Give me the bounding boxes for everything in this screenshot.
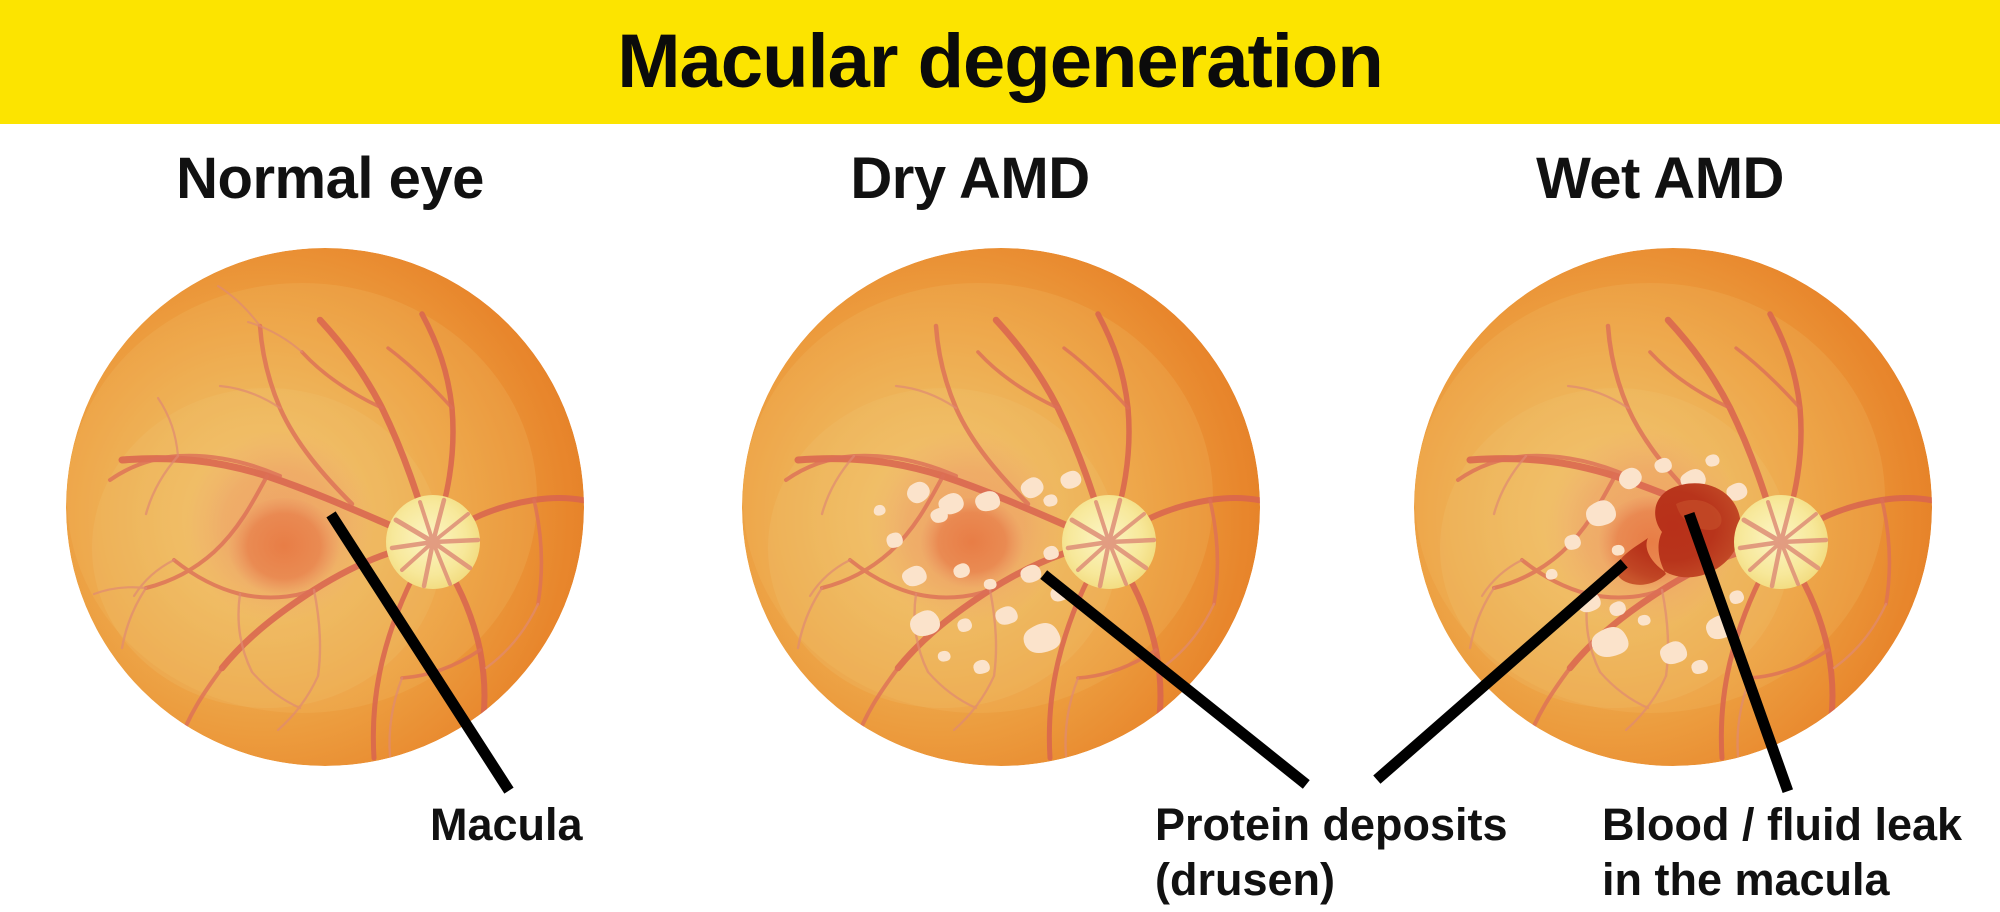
fundus-clip-group <box>742 248 1260 766</box>
panel-heading-dry-amd: Dry AMD <box>850 146 1090 211</box>
caption-protein-deposits-drusen: Protein deposits (drusen) <box>1155 799 1508 905</box>
panel-heading-normal-eye: Normal eye <box>176 146 484 211</box>
fundus-image-normal-eye <box>52 248 598 766</box>
fundus-image-dry-amd <box>728 248 1274 766</box>
fundus-clip-group <box>66 248 584 766</box>
fovea <box>228 498 340 598</box>
fundus-clip-group <box>1414 248 1932 766</box>
caption-blood-fluid-leak: Blood / fluid leak in the macula <box>1602 799 1963 905</box>
fundus-image-wet-amd <box>1400 248 1946 766</box>
caption-macula: Macula <box>430 799 583 850</box>
page-title: Macular degeneration <box>617 19 1384 104</box>
fovea <box>920 498 1024 590</box>
title-banner: Macular degeneration <box>0 0 2000 124</box>
panel-heading-wet-amd: Wet AMD <box>1536 146 1784 211</box>
